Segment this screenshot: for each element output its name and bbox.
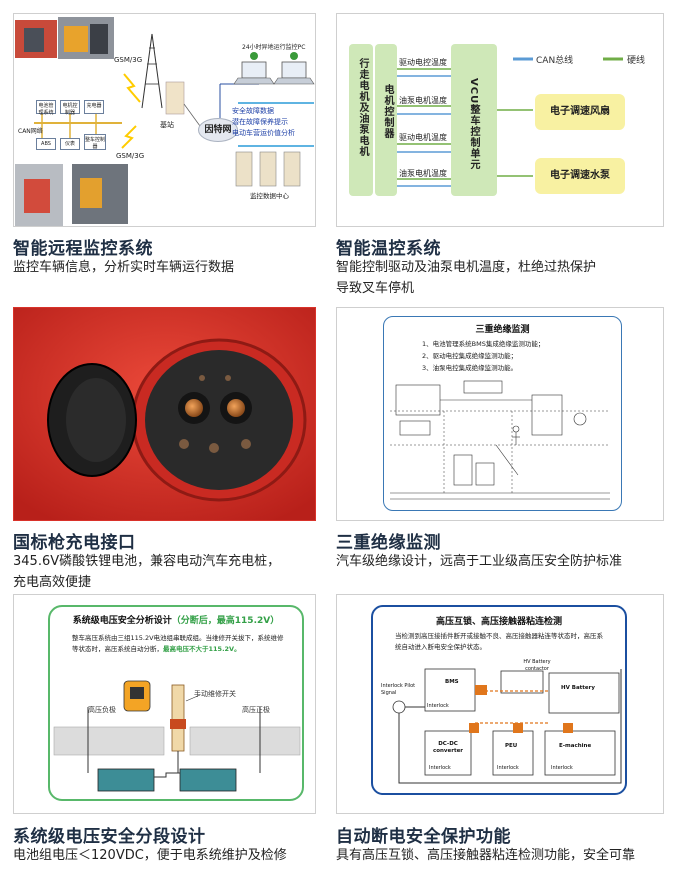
auto-power-off-figure: 高压互锁、高压接触器粘连检测 当检测到高压接插件断开或接触不良、高压接触器粘连等…	[336, 594, 664, 814]
feature-desc: 智能控制驱动及油泵电机温度，杜绝过热保护 导致叉车停机	[336, 257, 666, 299]
can-node-instrument: 仪表	[60, 138, 80, 150]
feature-desc: 汽车级绝缘设计，远高于工业级高压安全防护标准	[336, 551, 666, 572]
hv-positive-label: 高压正极	[242, 706, 270, 714]
feature-desc: 电池组电压＜120VDC，便于电系统维护及检修	[13, 845, 333, 866]
motor-box	[349, 44, 373, 196]
insulation-item: 2、驱动电控集成绝缘监测功能；	[422, 352, 518, 360]
interlock-label: Interlock	[427, 703, 449, 709]
gsm-label-top: GSM/3G	[114, 56, 143, 64]
can-node-abs: ABS	[36, 138, 56, 150]
interlock-paragraph: 当检测到高压接插件断开或接触不良、高压接触器粘连等状态时，高压系统自动进入断电安…	[395, 632, 603, 651]
output-fan: 电子调速风扇	[535, 94, 625, 130]
feature-title: 智能远程监控系统	[13, 239, 153, 259]
insulation-card: 三重绝缘监测 1、电池管理系统BMS集成绝缘监测功能； 2、驱动电控集成绝缘监测…	[383, 316, 622, 511]
emachine-label: E-machine	[559, 743, 592, 749]
contactor-label: HV Battery contactor	[523, 659, 551, 672]
insulation-monitoring-figure: 三重绝缘监测 1、电池管理系统BMS集成绝缘监测功能； 2、驱动电控集成绝缘监测…	[336, 307, 664, 521]
voltage-heading: 系统级电压安全分析设计（分断后，最高115.2V）	[72, 616, 280, 626]
feature-title: 自动断电安全保护功能	[336, 827, 511, 847]
feature-desc-line: 电池组电压＜120VDC，便于电系统维护及检修	[13, 848, 287, 863]
vcu-box-label: VCU整车控制单元	[468, 78, 479, 171]
temperature-control-figure: 行走电机及油泵电机 电机控制器 VCU整车控制单元 驱动电控温度 油泵电机温度 …	[336, 13, 664, 227]
feature-title: 智能温控系统	[336, 239, 441, 259]
internet-cloud: 因特网	[198, 118, 238, 142]
feature-desc: 345.6V磷酸铁锂电池，兼容电动汽车充电桩， 充电高效便捷	[13, 551, 328, 593]
feature-title: 国标枪充电接口	[13, 533, 136, 553]
pilot-signal-label: Interlock Pilot Signal	[381, 683, 416, 696]
hv-battery-label: HV Battery	[561, 685, 595, 691]
voltage-card: 系统级电压安全分析设计（分断后，最高115.2V） 整车高压系统由三组115.2…	[48, 605, 304, 801]
insulation-item: 1、电池管理系统BMS集成绝缘监测功能；	[422, 340, 545, 348]
voltage-paragraph: 整车高压系统由三组115.2V电池组串联成组。当维修开关拔下，系统维修等状态时，…	[72, 634, 284, 653]
service-item: 潜在故障保养提示	[232, 118, 288, 126]
feature-desc-line: 导致叉车停机	[336, 281, 415, 296]
interlock-card: 高压互锁、高压接触器粘连检测 当检测到高压接插件断开或接触不良、高压接触器粘连等…	[371, 605, 627, 795]
gsm-label-bottom: GSM/3G	[116, 152, 145, 160]
feature-desc-line: 345.6V磷酸铁锂电池，兼容电动汽车充电桩，	[13, 554, 281, 569]
interlock-label: Interlock	[497, 765, 519, 771]
dcdc-label: DC-DC converter	[432, 741, 464, 754]
remote-monitoring-figure: GSM/3G GSM/3G 基站 因特网 24小时异地运行监控PC CAN网络 …	[13, 13, 316, 227]
insulation-circuit-diagram	[390, 380, 610, 500]
insulation-heading: 三重绝缘监测	[475, 325, 530, 335]
controller-box-label: 电机控制器	[382, 84, 393, 139]
feature-desc: 具有高压互锁、高压接触器粘连检测功能，安全可靠	[336, 845, 676, 866]
feature-desc-line: 监控车辆信息，分析实时车辆运行数据	[13, 260, 235, 275]
charging-port-photo	[13, 307, 316, 521]
feature-desc: 监控车辆信息，分析实时车辆运行数据	[13, 257, 328, 278]
feature-title: 系统级电压安全分段设计	[13, 827, 206, 847]
feature-title: 三重绝缘监测	[336, 533, 441, 553]
vcu-box	[451, 44, 497, 196]
can-node-charger: 充电器	[84, 100, 104, 114]
voltage-segmentation-diagram	[53, 680, 301, 792]
can-node-vcu: 整车控制器	[84, 134, 106, 150]
insulation-item: 3、油泵电控集成绝缘监测功能。	[422, 364, 518, 372]
feature-desc-line: 具有高压互锁、高压接触器粘连检测功能，安全可靠	[336, 848, 636, 863]
motor-box-label: 行走电机及油泵电机	[357, 58, 368, 157]
interlock-circuit-diagram	[392, 668, 622, 784]
remote-pc-label: 24小时异地运行监控PC	[242, 44, 306, 51]
base-station-label: 基站	[160, 121, 174, 129]
data-center-label: 监控数据中心	[250, 192, 289, 200]
can-node-bms: 电池管理系统	[36, 100, 56, 116]
legend-hardwire: 硬线	[627, 56, 646, 66]
can-node-motor-controller: 电机控制器	[60, 100, 80, 116]
legend-can: CAN总线	[536, 56, 574, 66]
interlock-label: Interlock	[429, 765, 451, 771]
feature-desc-line: 汽车级绝缘设计，远高于工业级高压安全防护标准	[336, 554, 623, 569]
charging-port-illustration	[14, 308, 315, 520]
signal-label: 驱动电机温度	[399, 133, 447, 142]
bms-block-label: BMS	[445, 679, 459, 685]
service-item: 安全故障数据	[232, 107, 274, 115]
feature-desc-line: 智能控制驱动及油泵电机温度，杜绝过热保护	[336, 260, 597, 275]
temperature-control-diagram	[391, 57, 623, 187]
controller-box	[375, 44, 397, 196]
service-item: 电动车营运价值分析	[232, 129, 295, 137]
signal-label: 油泵电机温度	[399, 96, 447, 105]
output-pump: 电子调速水泵	[535, 158, 625, 194]
remote-monitoring-diagram	[15, 17, 315, 226]
signal-label: 油泵电机温度	[399, 169, 447, 178]
maintenance-switch-label: 手动维修开关	[194, 690, 236, 698]
interlock-label: Interlock	[551, 765, 573, 771]
hv-negative-label: 高压负极	[88, 706, 116, 714]
signal-label: 驱动电控温度	[399, 58, 447, 67]
peu-label: PEU	[505, 743, 518, 749]
can-network-label: CAN网络	[18, 128, 43, 135]
interlock-heading: 高压互锁、高压接触器粘连检测	[435, 617, 562, 627]
voltage-segmentation-figure: 系统级电压安全分析设计（分断后，最高115.2V） 整车高压系统由三组115.2…	[13, 594, 316, 814]
feature-desc-line: 充电高效便捷	[13, 575, 92, 590]
